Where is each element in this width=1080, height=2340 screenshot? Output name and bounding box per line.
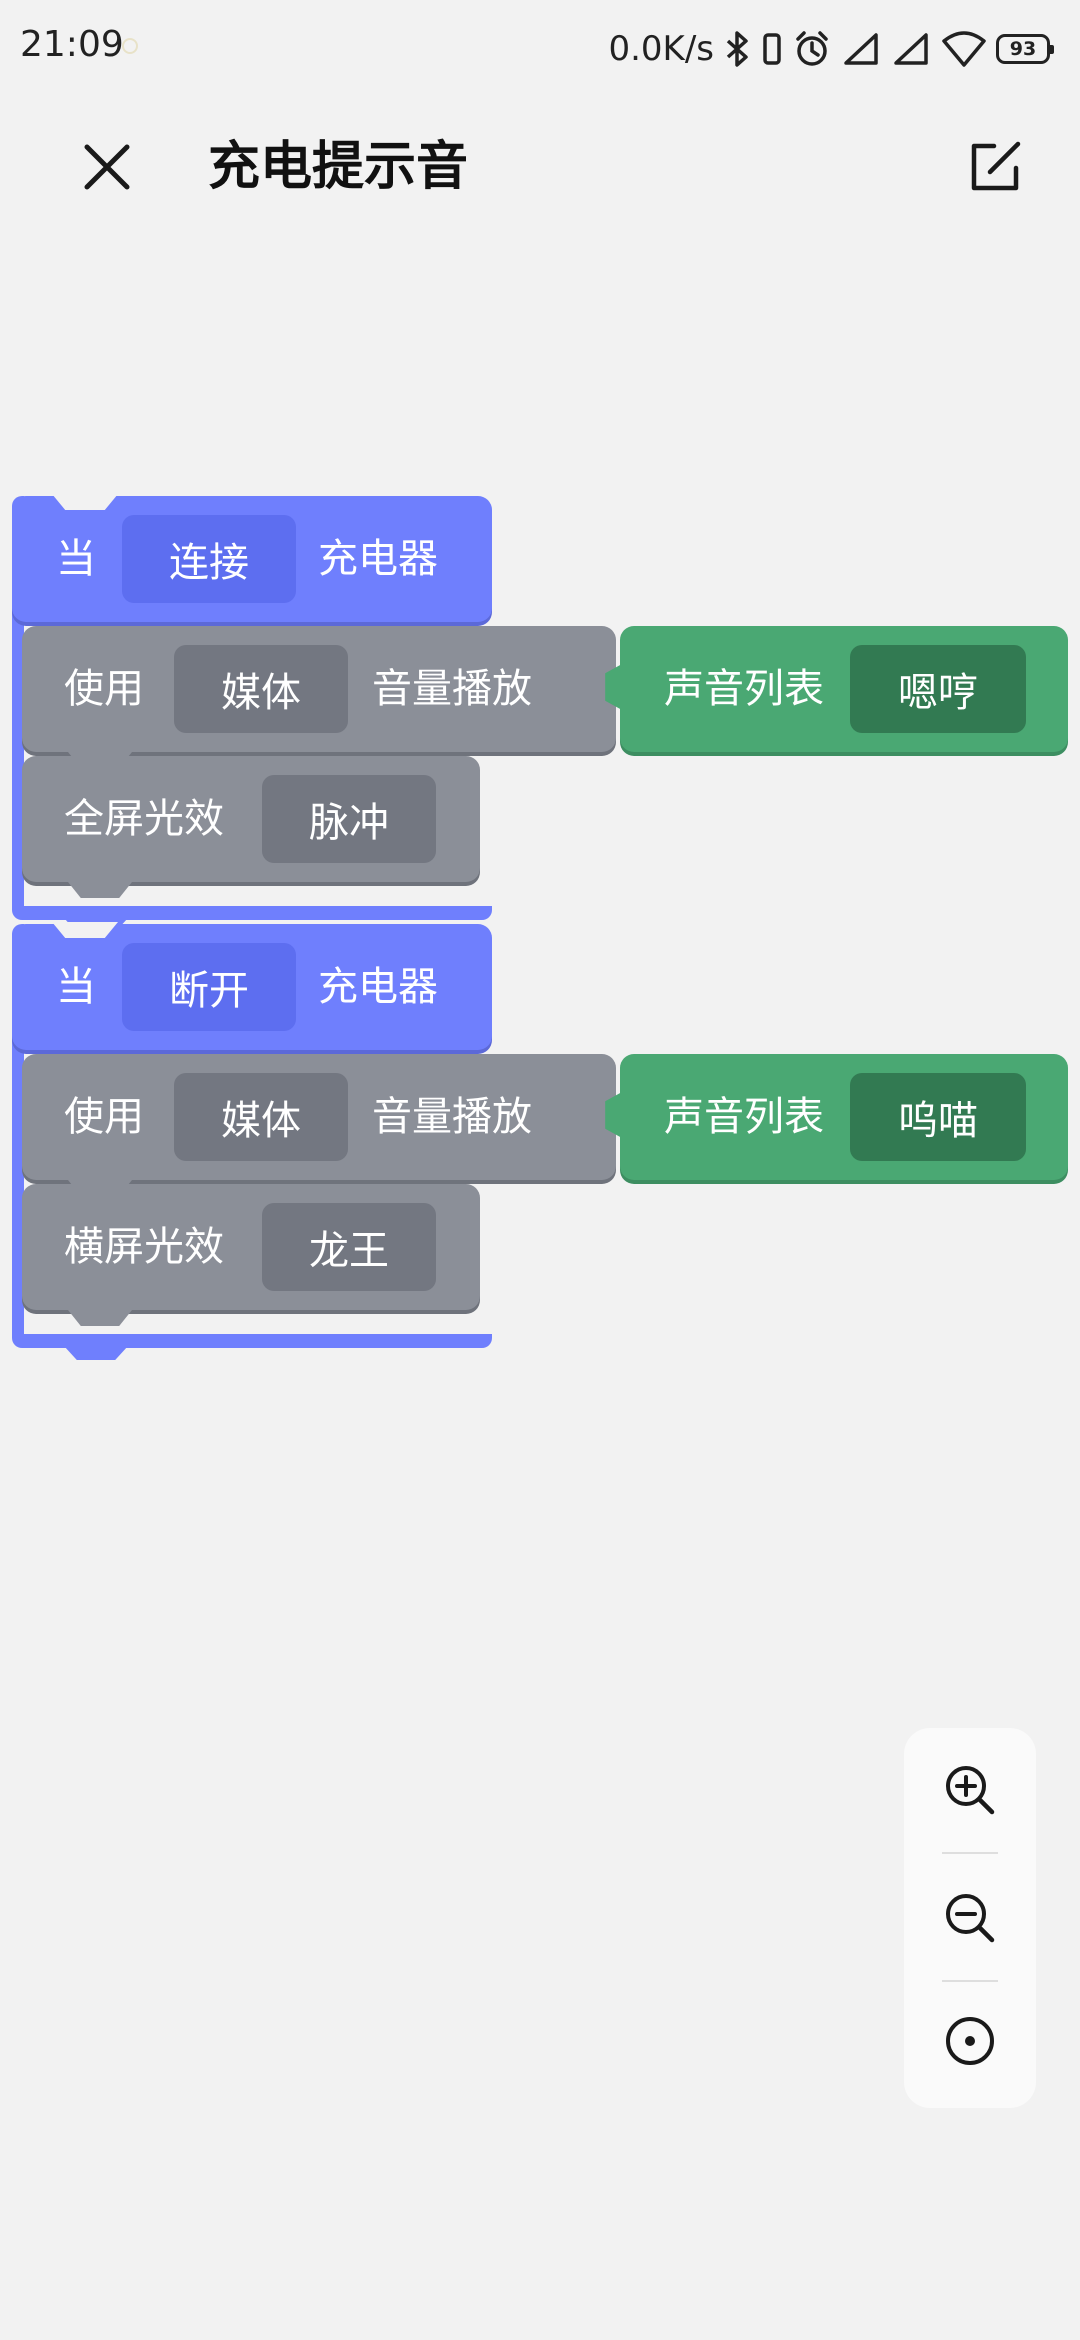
sound-channel-dropdown[interactable]: 媒体 — [174, 645, 348, 733]
divider — [942, 1980, 998, 1982]
sound-list-dropdown[interactable]: 嗯哼 — [850, 645, 1026, 733]
event-footer — [12, 906, 492, 932]
alarm-icon — [796, 31, 828, 66]
event-condition-dropdown[interactable]: 断开 — [122, 943, 296, 1031]
event-prefix: 当 — [56, 964, 96, 1010]
status-bar: 21:09 0.0K/s 93 — [0, 0, 1080, 100]
zoom-out-button[interactable] — [930, 1878, 1010, 1958]
event-suffix: 充电器 — [318, 964, 438, 1010]
network-speed: 0.0K/s — [608, 29, 714, 69]
play-sound-action: 音量播放 — [372, 1094, 532, 1140]
zoom-controls — [904, 1728, 1036, 2108]
block-workspace[interactable]: 当 连接 充电器 使用 媒体 音量播放 声音列表 嗯哼 全屏光效 脉冲 — [0, 470, 1080, 1390]
close-icon — [84, 144, 130, 190]
block-notch — [52, 494, 118, 510]
play-sound-action: 音量播放 — [372, 666, 532, 712]
play-sound-prefix: 使用 — [64, 666, 144, 712]
event-group-connect[interactable]: 当 连接 充电器 使用 媒体 音量播放 声音列表 嗯哼 全屏光效 脉冲 — [12, 494, 1068, 932]
close-button[interactable] — [72, 132, 142, 202]
bluetooth-icon — [726, 31, 748, 67]
sound-list-label: 声音列表 — [664, 666, 824, 712]
block-notch — [68, 882, 132, 898]
light-effect-label: 横屏光效 — [64, 1224, 224, 1270]
recenter-icon — [946, 2017, 994, 2065]
play-sound-block[interactable]: 使用 媒体 音量播放 — [22, 1054, 616, 1196]
zoom-in-icon — [946, 1766, 995, 1815]
vibrate-icon — [763, 33, 781, 65]
event-prefix: 当 — [56, 536, 96, 582]
sound-list-label: 声音列表 — [664, 1094, 824, 1140]
light-effect-block[interactable]: 全屏光效 脉冲 — [22, 756, 480, 898]
event-footer — [12, 1334, 492, 1360]
zoom-out-icon — [946, 1894, 995, 1943]
edit-icon — [971, 141, 1021, 191]
divider — [942, 1852, 998, 1854]
block-connector — [605, 1092, 622, 1138]
block-connector — [605, 664, 622, 710]
sound-list-block[interactable]: 声音列表 嗯哼 — [605, 626, 1068, 752]
signal-icon — [844, 33, 878, 65]
block-notch — [52, 922, 118, 938]
wifi-icon — [942, 31, 986, 67]
event-condition-dropdown[interactable]: 连接 — [122, 515, 296, 603]
event-block-connect[interactable]: 当 连接 充电器 — [12, 494, 492, 622]
light-effect-dropdown[interactable]: 脉冲 — [262, 775, 436, 863]
recenter-button[interactable] — [930, 2001, 1010, 2081]
sound-list-dropdown[interactable]: 呜喵 — [850, 1073, 1026, 1161]
event-suffix: 充电器 — [318, 536, 438, 582]
sound-channel-dropdown[interactable]: 媒体 — [174, 1073, 348, 1161]
block-notch — [68, 1310, 132, 1326]
battery-level: 93 — [1009, 38, 1037, 60]
event-group-disconnect[interactable]: 当 断开 充电器 使用 媒体 音量播放 声音列表 呜喵 横屏光效 龙王 — [12, 922, 1068, 1360]
edit-button[interactable] — [960, 132, 1030, 202]
battery-icon: 93 — [996, 34, 1054, 64]
event-block-disconnect[interactable]: 当 断开 充电器 — [12, 922, 492, 1050]
zoom-in-button[interactable] — [930, 1750, 1010, 1830]
status-icons: 0.0K/s 93 — [608, 24, 1054, 74]
play-sound-prefix: 使用 — [64, 1094, 144, 1140]
page-title: 充电提示音 — [208, 137, 469, 197]
status-time: 21:09 — [20, 24, 124, 65]
light-effect-dropdown[interactable]: 龙王 — [262, 1203, 436, 1291]
light-effect-label: 全屏光效 — [64, 796, 224, 842]
sound-list-block[interactable]: 声音列表 呜喵 — [605, 1054, 1068, 1180]
block-notch — [64, 1346, 128, 1360]
light-effect-block[interactable]: 横屏光效 龙王 — [22, 1184, 480, 1326]
title-bar: 充电提示音 — [0, 110, 1080, 220]
signal-icon — [894, 33, 928, 65]
notification-dot-icon — [122, 38, 138, 54]
play-sound-block[interactable]: 使用 媒体 音量播放 — [22, 626, 616, 768]
